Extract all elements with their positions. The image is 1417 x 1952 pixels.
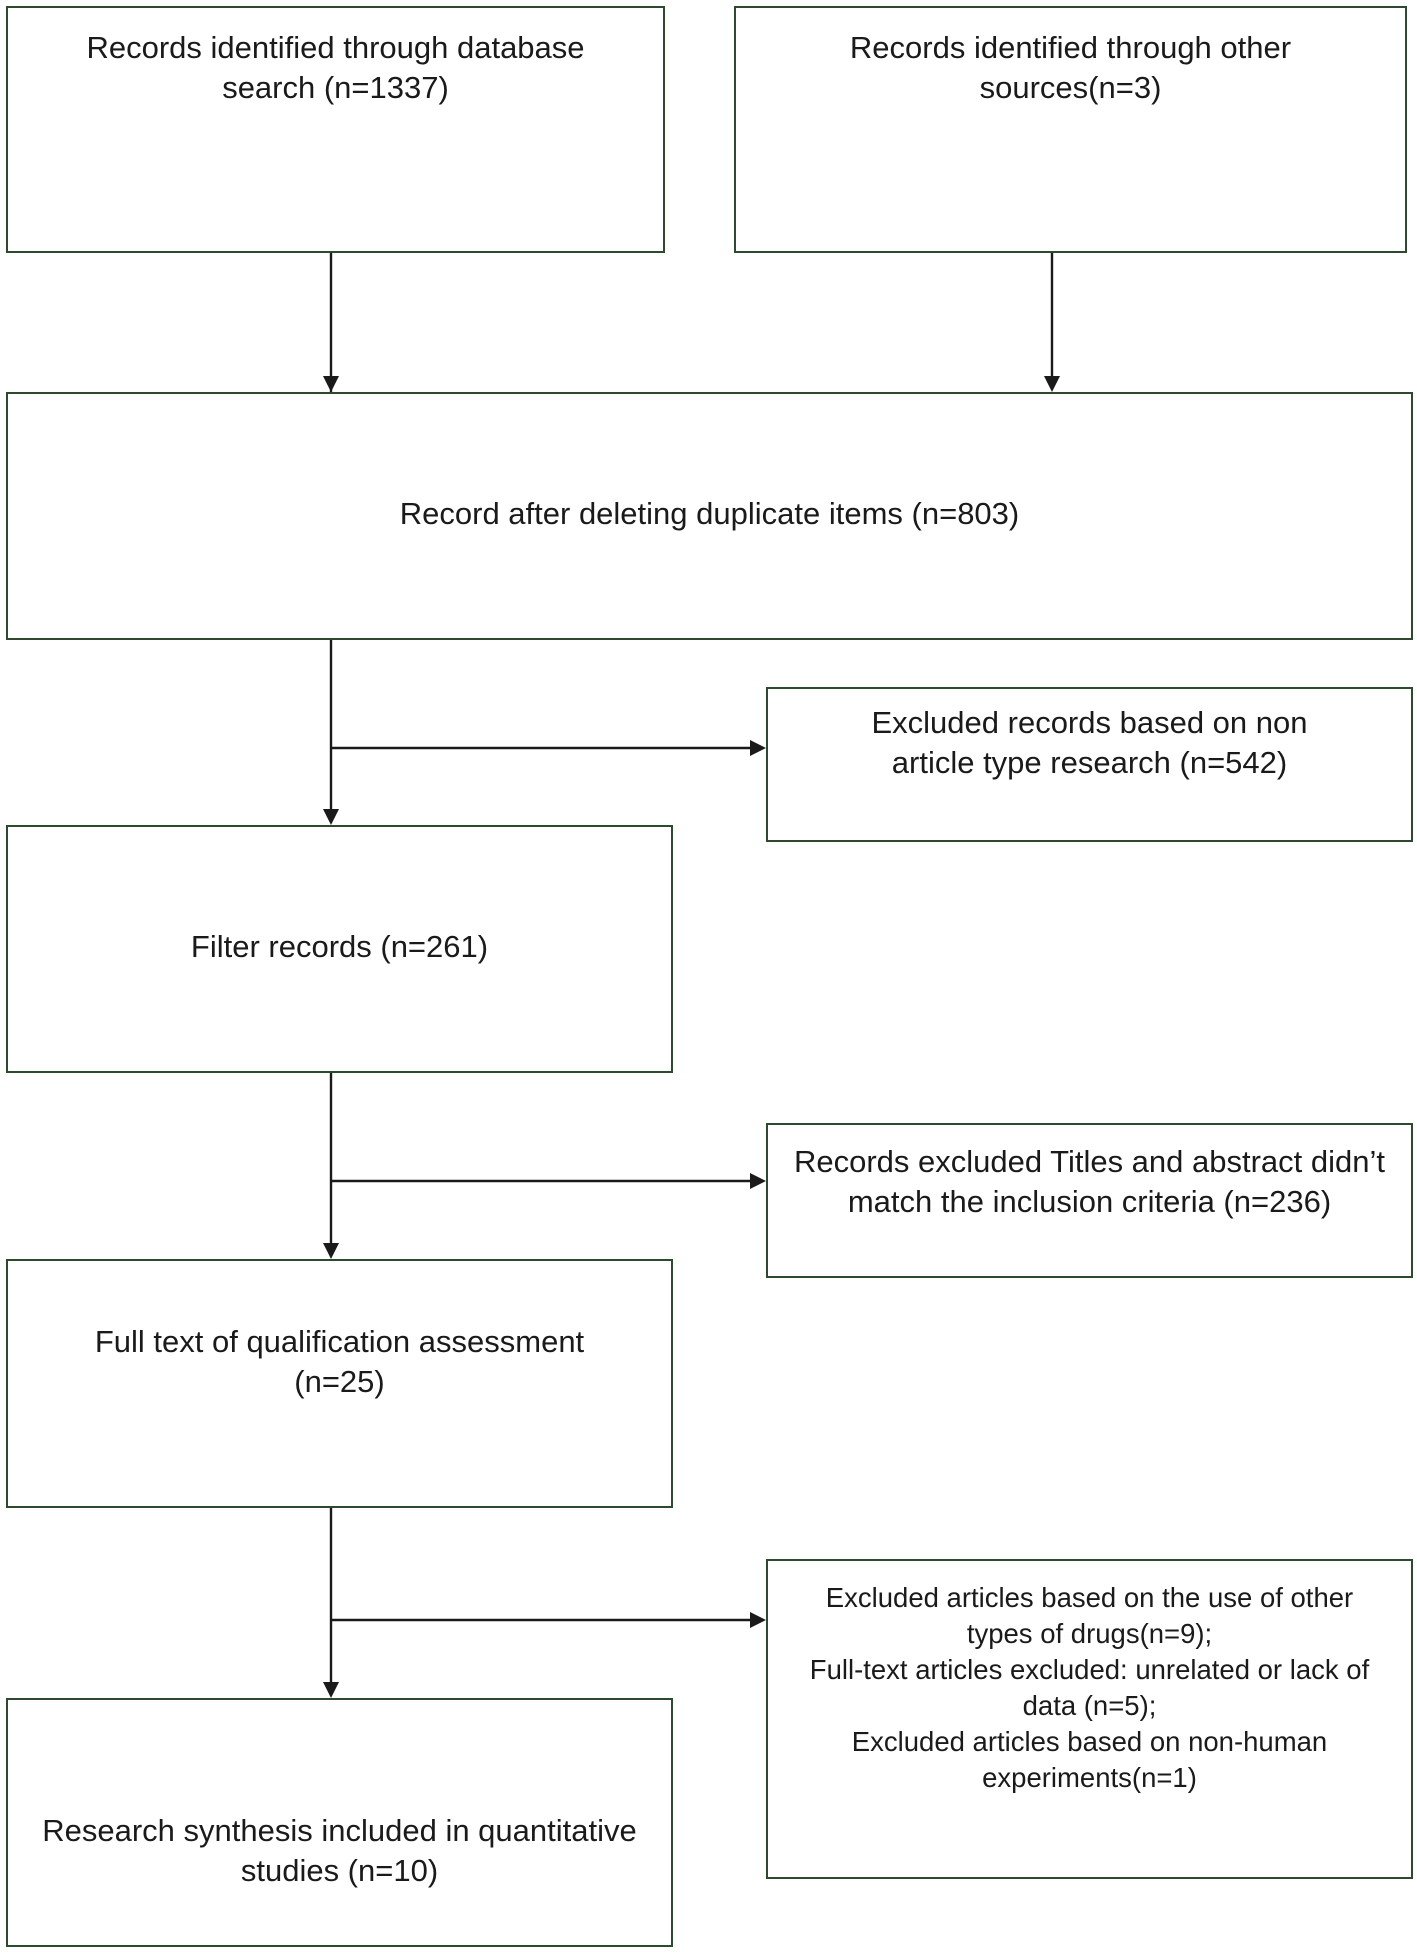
arrowhead-duplicates-to-filter xyxy=(323,809,339,825)
arrowhead-branch-excluded-articles xyxy=(750,1612,766,1628)
box-excluded-articles: Excluded articles based on the use of ot… xyxy=(766,1559,1413,1879)
arrowhead-database-to-duplicates xyxy=(323,376,339,392)
excluded-articles-line-non-human: Excluded articles based on non-human exp… xyxy=(851,1726,1328,1793)
box-excluded-articles-text: Excluded articles based on the use of ot… xyxy=(810,1580,1370,1796)
box-excluded-titles-abstract: Records excluded Titles and abstract did… xyxy=(766,1123,1413,1278)
box-synthesis-text: Research synthesis included in quantitat… xyxy=(42,1812,637,1888)
box-filter-records: Filter records (n=261) xyxy=(6,825,673,1073)
box-database-search-text: Records identified through database sear… xyxy=(86,29,585,105)
arrowhead-branch-titles-abstract xyxy=(750,1173,766,1189)
box-other-sources-text: Records identified through other sources… xyxy=(849,29,1292,105)
excluded-articles-line-drugs: Excluded articles based on the use of ot… xyxy=(825,1582,1354,1649)
arrowhead-branch-non-article xyxy=(750,740,766,756)
box-full-text-assessment-text: Full text of qualification assessment (n… xyxy=(94,1323,585,1399)
box-filter-records-text: Filter records (n=261) xyxy=(190,929,489,964)
box-excluded-titles-abstract-text: Records excluded Titles and abstract did… xyxy=(793,1143,1386,1219)
arrowhead-filter-to-fulltext xyxy=(323,1243,339,1259)
box-full-text-assessment: Full text of qualification assessment (n… xyxy=(6,1259,673,1508)
box-other-sources: Records identified through other sources… xyxy=(734,6,1407,253)
box-synthesis: Research synthesis included in quantitat… xyxy=(6,1698,673,1947)
box-excluded-non-article: Excluded records based on non article ty… xyxy=(766,687,1413,842)
excluded-articles-line-unrelated: Full-text articles excluded: unrelated o… xyxy=(809,1654,1370,1721)
box-after-duplicates-text: Record after deleting duplicate items (n… xyxy=(399,496,1020,531)
box-excluded-non-article-text: Excluded records based on non article ty… xyxy=(871,704,1308,780)
box-after-duplicates: Record after deleting duplicate items (n… xyxy=(6,392,1413,640)
arrowhead-other-to-duplicates xyxy=(1044,376,1060,392)
arrowhead-fulltext-to-synthesis xyxy=(323,1682,339,1698)
box-database-search: Records identified through database sear… xyxy=(6,6,665,253)
